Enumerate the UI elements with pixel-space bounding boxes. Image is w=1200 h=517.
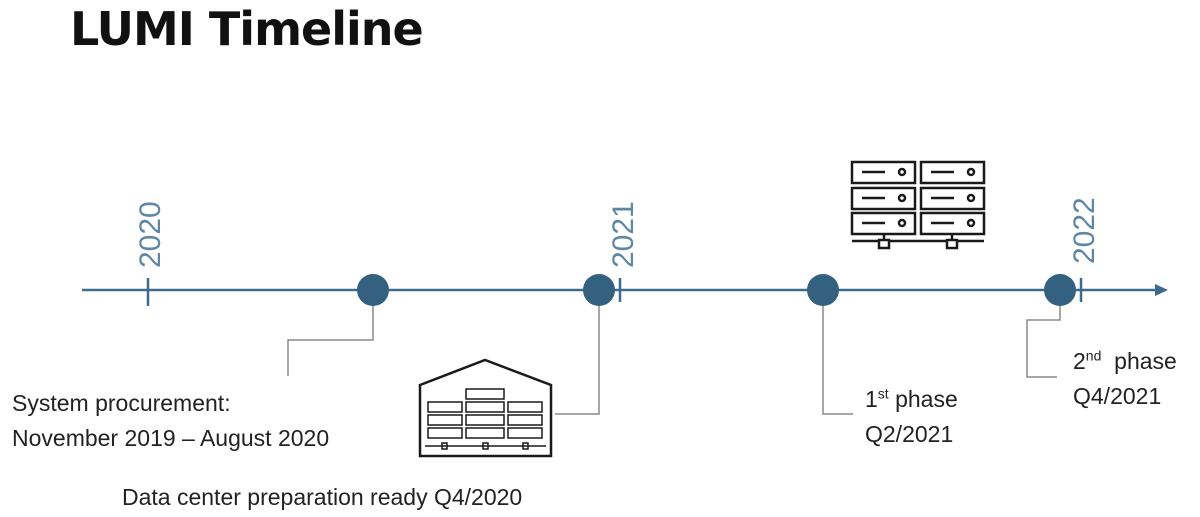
leader-line-phase2 bbox=[1026, 290, 1061, 378]
callout-phase1: 1st phase Q2/2021 bbox=[865, 382, 958, 452]
slide-title: LUMI Timeline bbox=[70, 2, 424, 56]
milestone-dot-phase2 bbox=[1044, 274, 1076, 306]
year-label-2021: 2021 bbox=[607, 201, 640, 268]
milestone-dot-datacenter bbox=[583, 274, 615, 306]
year-label-2022: 2022 bbox=[1068, 197, 1101, 264]
callout-datacenter: Data center preparation ready Q4/2020 bbox=[122, 480, 522, 515]
datacenter-label: Data center preparation ready Q4/2020 bbox=[122, 484, 523, 510]
procurement-label: System procurement: bbox=[12, 390, 231, 416]
leader-line-datacenter bbox=[555, 290, 600, 415]
data-center-building-icon bbox=[418, 358, 553, 458]
leader-line-phase1 bbox=[822, 290, 853, 415]
phase1-label: 1st phase bbox=[865, 385, 958, 412]
timeline-arrowhead bbox=[1155, 284, 1168, 296]
leader-line-procurement bbox=[287, 290, 374, 376]
callout-procurement: System procurement: November 2019 – Augu… bbox=[12, 386, 329, 456]
milestone-dot-phase1 bbox=[807, 274, 839, 306]
phase2-quarter: Q4/2021 bbox=[1073, 383, 1162, 409]
year-label-2020: 2020 bbox=[134, 201, 167, 268]
callout-phase2: 2nd phase Q4/2021 bbox=[1073, 344, 1177, 414]
procurement-dates: November 2019 – August 2020 bbox=[12, 425, 330, 451]
server-rack-icon bbox=[850, 160, 986, 250]
milestone-dot-procurement bbox=[357, 274, 389, 306]
phase1-quarter: Q2/2021 bbox=[865, 421, 954, 447]
phase2-label: 2nd phase bbox=[1073, 347, 1177, 374]
